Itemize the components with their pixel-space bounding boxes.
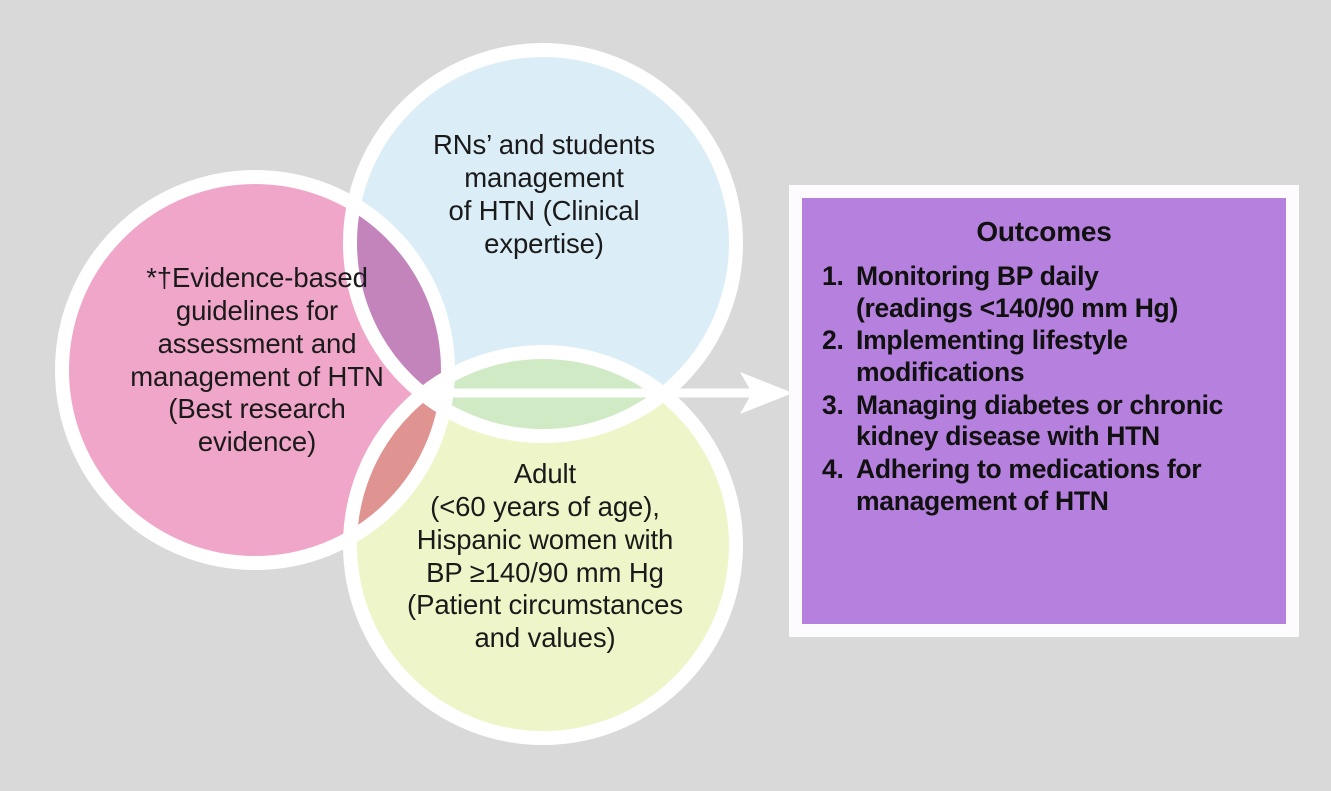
outcomes-panel: Outcomes 1. Monitoring BP daily (reading… <box>789 185 1299 637</box>
outcome-item-1: 1. Monitoring BP daily (readings <140/90… <box>816 261 1272 324</box>
outcomes-list: 1. Monitoring BP daily (readings <140/90… <box>816 261 1272 517</box>
outcome-number-4: 4. <box>822 453 844 484</box>
outcomes-title: Outcomes <box>976 216 1112 247</box>
outcome-text-1: Monitoring BP daily (readings <140/90 mm… <box>856 261 1178 323</box>
outcome-item-3: 3. Managing diabetes or chronic kidney d… <box>816 390 1272 453</box>
outcome-text-4: Adhering to medications for management o… <box>856 453 1202 516</box>
outcome-number-3: 3. <box>822 389 844 420</box>
arrow-to-outcomes <box>434 372 793 414</box>
venn-diagram <box>55 43 793 745</box>
outcome-number-1: 1. <box>822 261 844 291</box>
circle-patient-circumstances <box>350 352 736 738</box>
outcomes-panel-body: Outcomes 1. Monitoring BP daily (reading… <box>802 198 1286 624</box>
outcome-text-3: Managing diabetes or chronic kidney dise… <box>856 389 1224 452</box>
outcome-item-2: 2. Implementing lifestyle modifications <box>816 325 1272 388</box>
outcome-number-2: 2. <box>822 325 844 356</box>
ring-clinical-expertise <box>343 43 743 443</box>
outcome-item-4: 4. Adhering to medications for managemen… <box>816 454 1272 517</box>
outcome-text-2: Implementing lifestyle modifications <box>856 325 1128 387</box>
ring-patient-circumstances <box>343 345 743 745</box>
